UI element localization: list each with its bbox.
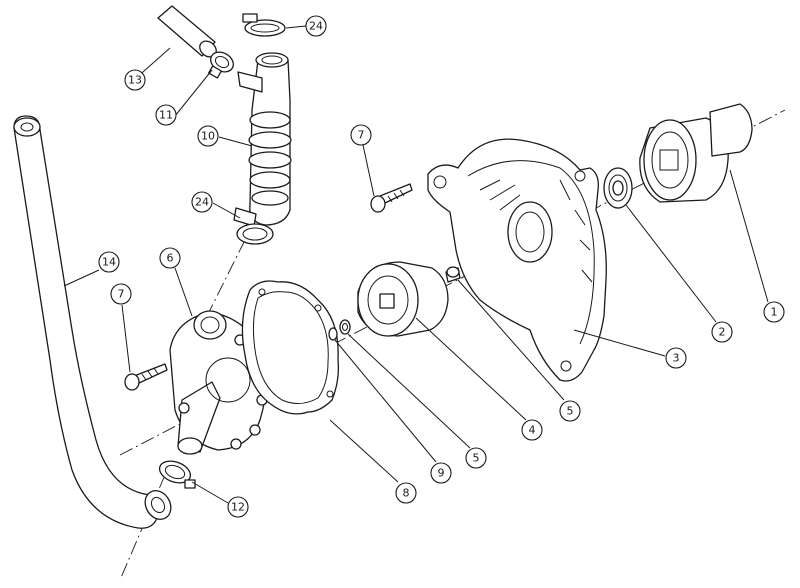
callout-label: 6: [167, 252, 174, 265]
callout-label: 5: [473, 452, 480, 465]
hose-clamp-part-24-top: [242, 13, 286, 37]
callout-label: 10: [201, 130, 215, 143]
corrugated-hose-part-10: [233, 52, 292, 227]
small-clamp-part-11: [208, 51, 234, 79]
callout-label: 12: [231, 501, 245, 514]
bolt-part-7-lower: [124, 363, 168, 391]
impeller-part-4: [357, 261, 449, 337]
callout-label: 11: [159, 109, 173, 122]
callout-24-top: 24: [305, 15, 327, 37]
hose-part-13: [157, 5, 217, 58]
bushing-part-5-upper: [445, 266, 461, 283]
callout-1: 1: [763, 301, 785, 323]
mounting-plate-part-3: [427, 138, 607, 382]
callout-label: 24: [309, 20, 323, 33]
callout-label: 7: [358, 129, 365, 142]
callout-label: 9: [438, 467, 445, 480]
bolt-part-7-upper: [370, 183, 413, 213]
hose-clamp-part-24-lower: [236, 223, 274, 245]
callout-8: 8: [395, 482, 417, 504]
callout-label: 13: [128, 74, 142, 87]
callout-13: 13: [124, 69, 146, 91]
callout-label: 4: [529, 424, 536, 437]
gasket-part-8: [241, 280, 340, 415]
callout-label: 1: [771, 306, 778, 319]
callout-24-lower: 24: [191, 191, 213, 213]
washer-part-5-lower: [339, 319, 351, 335]
callout-label: 8: [403, 487, 410, 500]
washer-part-9: [328, 327, 338, 341]
bearing-part-2: [603, 167, 633, 209]
callout-label: 5: [567, 405, 574, 418]
callout-10: 10: [197, 125, 219, 147]
leader-lines: [63, 25, 769, 504]
coupling-part-1: [639, 103, 753, 203]
callout-5-upper: 5: [559, 400, 581, 422]
callout-5-lower: 5: [465, 447, 487, 469]
callout-14: 14: [98, 251, 120, 273]
callout-7-upper: 7: [350, 124, 372, 146]
callout-4: 4: [521, 419, 543, 441]
callout-label: 14: [102, 256, 116, 269]
clamp-part-12: [158, 460, 196, 489]
callout-label: 3: [673, 352, 680, 365]
callout-label: 2: [719, 326, 726, 339]
callout-7-lower: 7: [110, 283, 132, 305]
callout-11: 11: [155, 104, 177, 126]
callout-label: 7: [118, 288, 125, 301]
callout-12: 12: [227, 496, 249, 518]
pump-housing-part-6: [169, 310, 268, 455]
callout-9: 9: [430, 462, 452, 484]
callout-2: 2: [711, 321, 733, 343]
hose-part-14: [13, 115, 172, 529]
callout-label: 24: [195, 196, 209, 209]
callout-3: 3: [665, 347, 687, 369]
callout-6: 6: [159, 247, 181, 269]
